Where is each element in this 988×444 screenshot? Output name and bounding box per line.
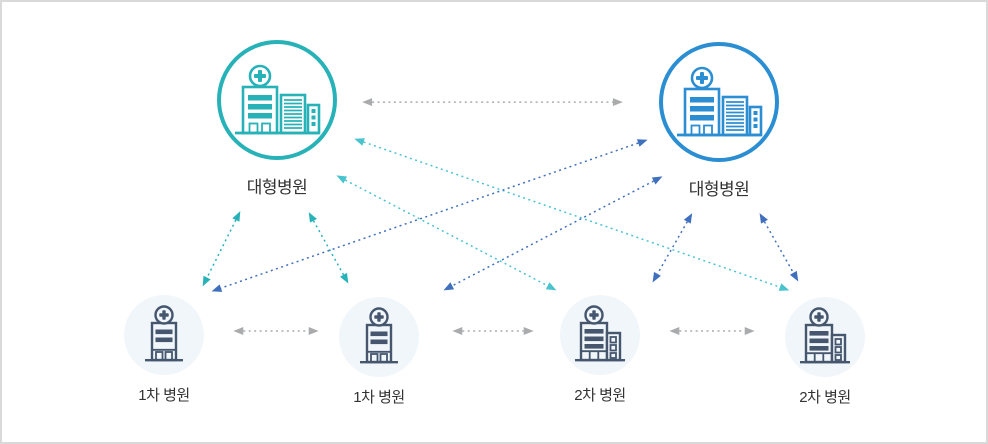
edge-large-hospital-right--secondary-hospital-1 [652, 213, 693, 283]
edge-secondary-hospital-1--secondary-hospital-2 [669, 327, 755, 335]
node-primary-hospital-2: 1차 병원 [339, 297, 419, 407]
primary-hospital-icon [360, 307, 398, 364]
edge-large-hospital-right--secondary-hospital-2 [759, 213, 799, 282]
node-label-secondary-2: 2차 병원 [799, 389, 851, 406]
node-label-large-right: 대형병원 [688, 180, 750, 199]
edge-primary-hospital-1--primary-hospital-2 [233, 327, 319, 335]
edge-large-hospital-left--primary-hospital-2 [308, 212, 349, 284]
large-hospital-left-circle [217, 40, 337, 160]
primary-hospital-icon [145, 305, 183, 362]
edge-large-hospital-left--primary-hospital-1 [202, 211, 241, 287]
large-hospital-icon [235, 64, 321, 135]
node-label-primary-2: 1차 병원 [353, 389, 405, 406]
node-label-large-left: 대형병원 [246, 178, 308, 197]
edge-large-hospital-left--secondary-hospital-1 [336, 175, 557, 291]
secondary-hospital-icon [800, 307, 850, 364]
secondary-hospital-icon [575, 305, 625, 362]
secondary-hospital-2-circle [785, 297, 865, 377]
large-hospital-icon [677, 66, 763, 137]
node-secondary-hospital-1: 2차 병원 [560, 295, 640, 405]
node-secondary-hospital-2: 2차 병원 [785, 297, 865, 407]
node-large-hospital-left: 대형병원 [217, 40, 337, 198]
edge-large-hospital-right--primary-hospital-2 [443, 176, 663, 291]
secondary-hospital-1-circle [560, 295, 640, 375]
node-primary-hospital-1: 1차 병원 [124, 295, 204, 405]
primary-hospital-2-circle [339, 297, 419, 377]
node-label-primary-1: 1차 병원 [138, 387, 190, 404]
node-label-secondary-1: 2차 병원 [574, 387, 626, 404]
large-hospital-right-circle [659, 42, 779, 162]
edge-primary-hospital-2--secondary-hospital-1 [452, 327, 534, 335]
primary-hospital-1-circle [124, 295, 204, 375]
node-large-hospital-right: 대형병원 [659, 42, 779, 200]
edge-large-hospital-left--large-hospital-right [362, 98, 623, 107]
